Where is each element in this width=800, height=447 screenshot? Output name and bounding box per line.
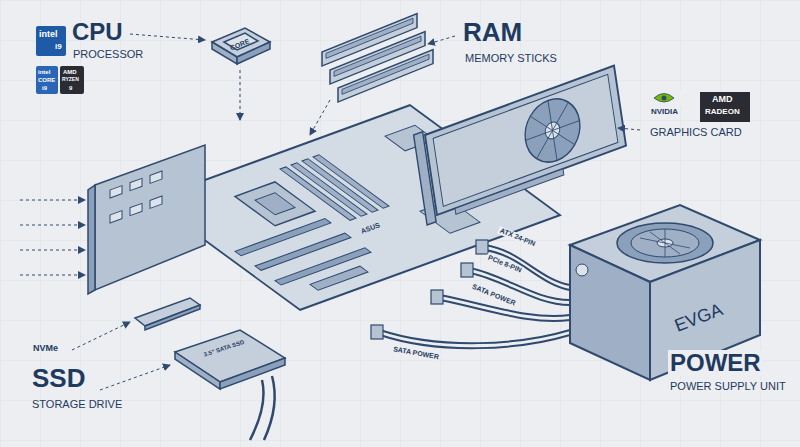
- component-title: SSD: [32, 364, 85, 393]
- brand-logo-text: intel: [39, 30, 58, 40]
- ram-sticks: [322, 14, 433, 102]
- intel-logo: [36, 26, 66, 56]
- sata-ssd: [175, 330, 285, 440]
- component-subtitle: MEMORY STICKS: [465, 52, 557, 64]
- drive-marking: 3.5" SATA SSD: [203, 339, 245, 358]
- psu-cables: [380, 245, 570, 348]
- component-subtitle: PROCESSOR: [73, 48, 143, 60]
- brand-logo-text: NVIDIA: [651, 108, 678, 117]
- nvme-ssd: [135, 298, 200, 330]
- component-subtitle: STORAGE DRIVE: [32, 398, 122, 410]
- cable-label: SATA POWER: [469, 282, 518, 308]
- component-subtitle: POWER SUPPLY UNIT: [668, 380, 788, 392]
- brand-logo-text: CORE: [38, 77, 55, 84]
- brand-logo-text: AMD: [712, 95, 733, 105]
- amd-radeon-logo: [700, 92, 750, 122]
- brand-logo-text: RADEON: [705, 108, 740, 117]
- brand-logo-text: RYZEN: [62, 77, 79, 83]
- cable-label: SATA POWER: [391, 345, 442, 361]
- component-title: CPU: [72, 19, 123, 45]
- cpu-chip: [212, 28, 270, 64]
- component-subtitle: GRAPHICS CARD: [650, 126, 742, 138]
- io-shield: [88, 145, 205, 294]
- brand-logo-text: 9: [69, 85, 72, 92]
- cable-label: ATX 24-PIN: [497, 226, 538, 249]
- brand-logo-text: i9: [55, 43, 62, 52]
- component-title: RAM: [463, 18, 522, 47]
- amd-ryzen-logo: [60, 66, 84, 94]
- brand-logo-text: NVMe: [33, 344, 58, 354]
- graphics-card: [414, 62, 627, 225]
- intel-core-logo: [36, 66, 58, 94]
- nvidia-logo: [650, 90, 690, 106]
- cable-label: PCIe 8-PIN: [485, 253, 524, 275]
- component-title: POWER: [668, 350, 763, 376]
- brand-logo-text: intel: [38, 69, 50, 76]
- brand-marking: EVGA: [672, 300, 726, 336]
- chip-marking: CORE: [229, 37, 251, 52]
- brand-logo-text: AMD: [63, 69, 77, 76]
- board-marking: ASUS: [360, 221, 381, 235]
- brand-logo-text: i9: [42, 85, 47, 92]
